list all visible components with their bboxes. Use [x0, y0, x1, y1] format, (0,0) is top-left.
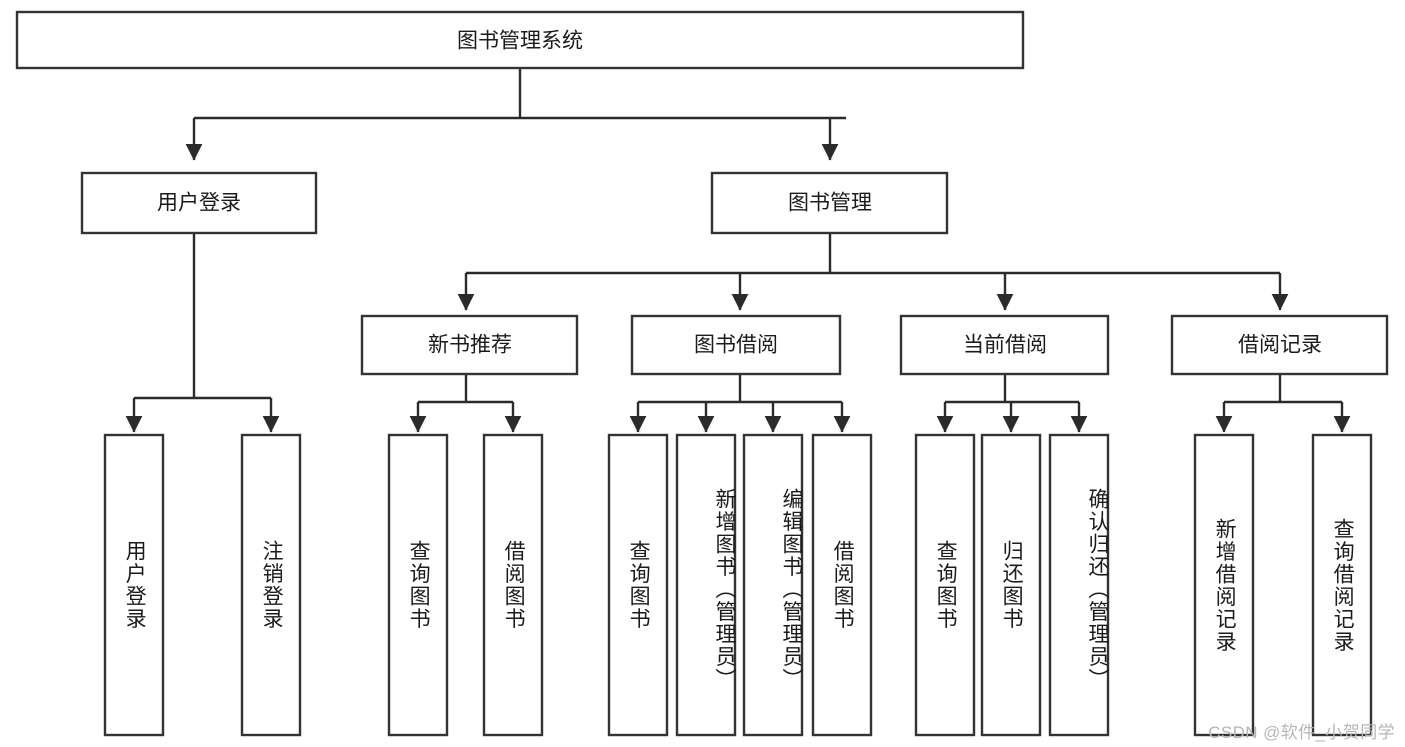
leaf-label-bb-edit-book[interactable]: 编辑图书（管理员）	[780, 487, 803, 691]
leaf-box-cb-query	[914, 433, 976, 737]
leaf-label-user-login[interactable]: 用户登录	[123, 540, 147, 630]
leaf-box-br-add	[1193, 433, 1255, 737]
leaf-label-bb-add-book[interactable]: 新增图书（管理员）	[713, 487, 736, 691]
node-book-borrow[interactable]: 图书借阅	[630, 314, 842, 376]
leaf-label-cb-return-book[interactable]: 归还图书	[1000, 540, 1024, 630]
connector-borrow-record-to-leaves	[1215, 374, 1351, 433]
connector-new-book-to-leaves	[409, 374, 522, 433]
node-new-book-recommend-label: 新书推荐	[428, 334, 512, 357]
node-book-management[interactable]: 图书管理	[710, 171, 949, 235]
connector-book-borrow-to-leaves	[629, 374, 851, 433]
leaf-box-br-query	[1311, 433, 1373, 737]
node-borrow-record-label: 借阅记录	[1238, 334, 1322, 357]
node-book-management-label: 图书管理	[788, 192, 872, 215]
connector-book-manage-to-level3	[457, 233, 1289, 311]
leaf-label-cb-confirm-return[interactable]: 确认归还（管理员）	[1086, 487, 1109, 691]
leaf-label-nbr-borrow-book[interactable]: 借阅图书	[502, 540, 526, 630]
leaf-box-bb-borrow	[811, 433, 873, 737]
leaf-boxes	[103, 433, 1373, 737]
leaf-label-cb-query-book[interactable]: 查询图书	[934, 540, 958, 630]
leaf-box-bb-query	[607, 433, 669, 737]
node-root-system-label: 图书管理系统	[457, 30, 583, 53]
leaf-box-logout	[240, 433, 302, 737]
node-new-book-recommend[interactable]: 新书推荐	[360, 314, 579, 376]
leaf-label-nbr-query-book[interactable]: 查询图书	[407, 540, 431, 630]
leaf-label-br-add-record[interactable]: 新增借阅记录	[1213, 517, 1237, 653]
leaf-box-user-login	[103, 433, 165, 737]
connector-current-borrow-to-leaves	[936, 374, 1088, 433]
node-user-login[interactable]: 用户登录	[80, 171, 318, 235]
leaf-label-br-query-record[interactable]: 查询借阅记录	[1331, 517, 1355, 653]
node-current-borrow[interactable]: 当前借阅	[899, 314, 1110, 376]
node-current-borrow-label: 当前借阅	[963, 334, 1047, 357]
leaf-box-bb-add	[675, 433, 737, 737]
node-book-borrow-label: 图书借阅	[694, 334, 778, 357]
leaf-box-cb-confirm	[1048, 433, 1110, 737]
leaf-box-nbr-borrow	[482, 433, 544, 737]
node-root-system[interactable]: 图书管理系统	[15, 10, 1025, 70]
connector-root-to-level2	[185, 68, 846, 161]
leaf-label-bb-query-book[interactable]: 查询图书	[627, 540, 651, 630]
node-borrow-record[interactable]: 借阅记录	[1170, 314, 1389, 376]
node-user-login-label: 用户登录	[157, 192, 241, 215]
leaf-box-nbr-query	[387, 433, 449, 737]
leaf-box-cb-return	[980, 433, 1042, 737]
leaf-box-bb-edit	[742, 433, 804, 737]
watermark-text: CSDN @软件_小贺同学	[1208, 723, 1395, 742]
connector-user-login-to-leaves	[125, 233, 280, 433]
leaf-label-logout[interactable]: 注销登录	[260, 540, 284, 630]
leaf-label-bb-borrow-book[interactable]: 借阅图书	[831, 540, 855, 630]
